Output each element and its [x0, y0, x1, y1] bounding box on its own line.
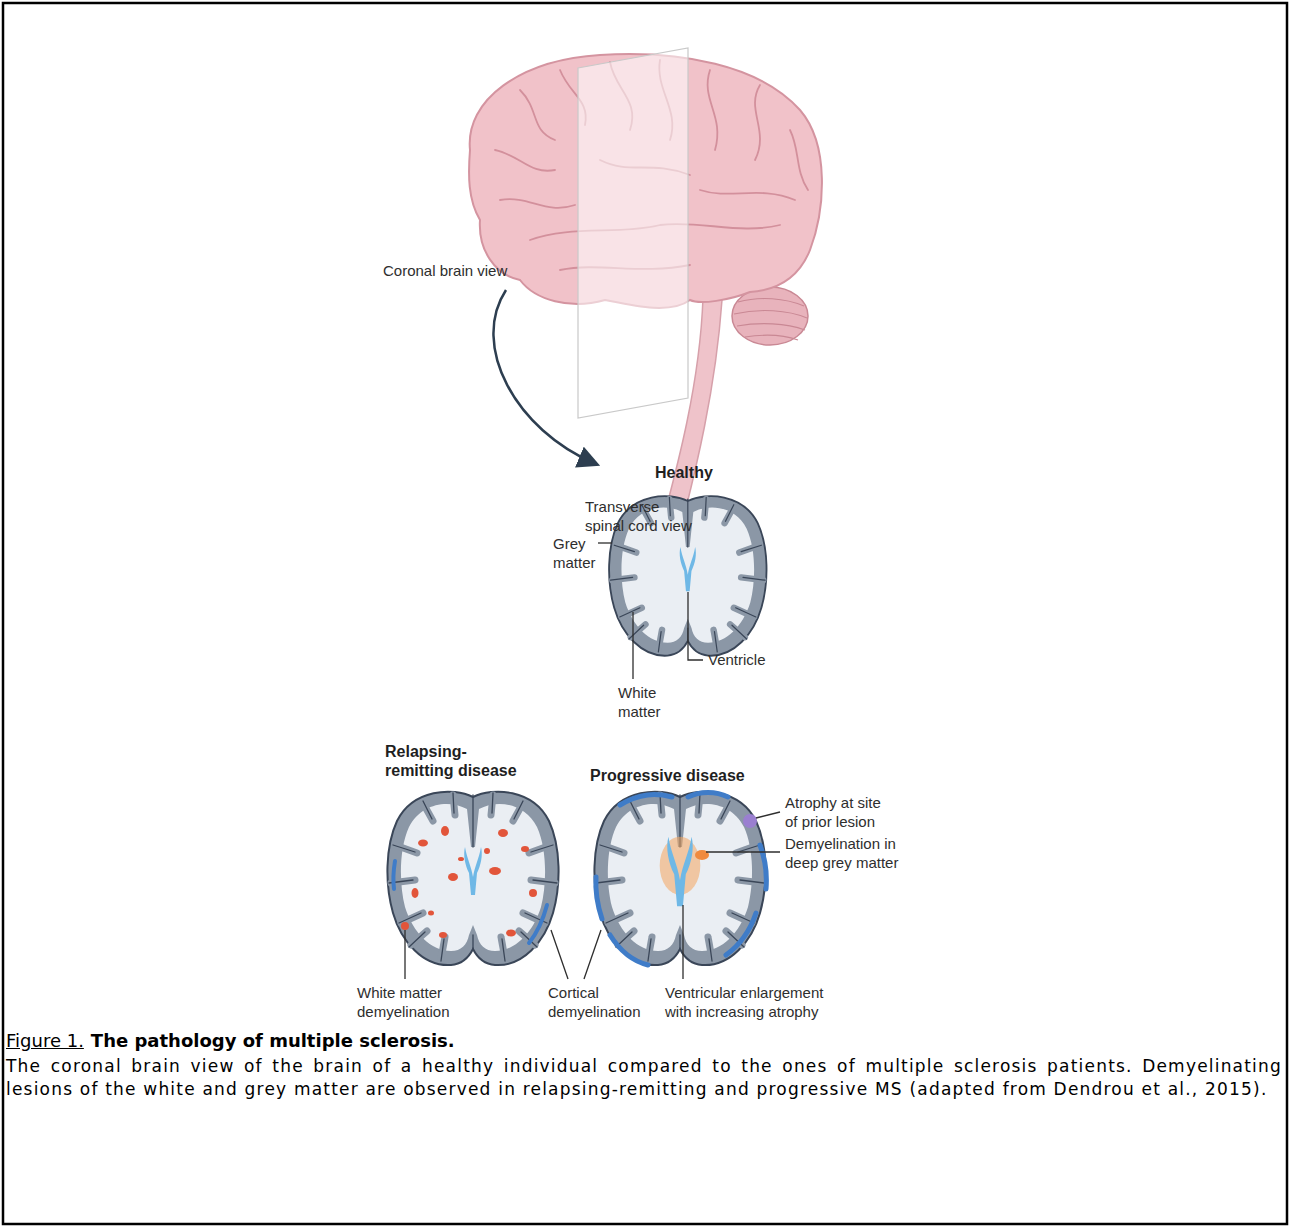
leader-lines	[405, 543, 780, 979]
caption-heading: Figure 1. The pathology of multiple scler…	[6, 1029, 455, 1052]
rr-section	[387, 792, 558, 965]
whole-brain	[469, 48, 822, 562]
panel-heading: Progressive disease	[590, 766, 745, 785]
view-label: Transverse spinal cord view	[585, 497, 697, 535]
callout-label: Demyelination in deep grey matter	[785, 834, 910, 872]
callout-label: White matter demyelination	[357, 983, 467, 1021]
view-arrow	[493, 290, 596, 464]
panel-heading: Healthy	[655, 463, 713, 482]
figure-number: Figure 1.	[6, 1030, 84, 1051]
callout-label: Atrophy at site of prior lesion	[785, 793, 885, 831]
frame-border	[3, 3, 1287, 1224]
part-label: Ventricle	[708, 650, 766, 669]
panel-heading: Relapsing-remitting disease	[385, 742, 525, 780]
part-label: White matter	[618, 683, 678, 721]
figure-caption: The coronal brain view of the brain of a…	[6, 1055, 1282, 1100]
figure-title: The pathology of multiple sclerosis.	[91, 1030, 455, 1051]
callout-label: Ventricular enlargement with increasing …	[665, 983, 835, 1021]
view-label: Coronal brain view	[383, 261, 507, 280]
callout-label: Cortical demyelination	[548, 983, 653, 1021]
progressive-section	[594, 792, 766, 965]
part-label: Grey matter	[553, 534, 603, 572]
